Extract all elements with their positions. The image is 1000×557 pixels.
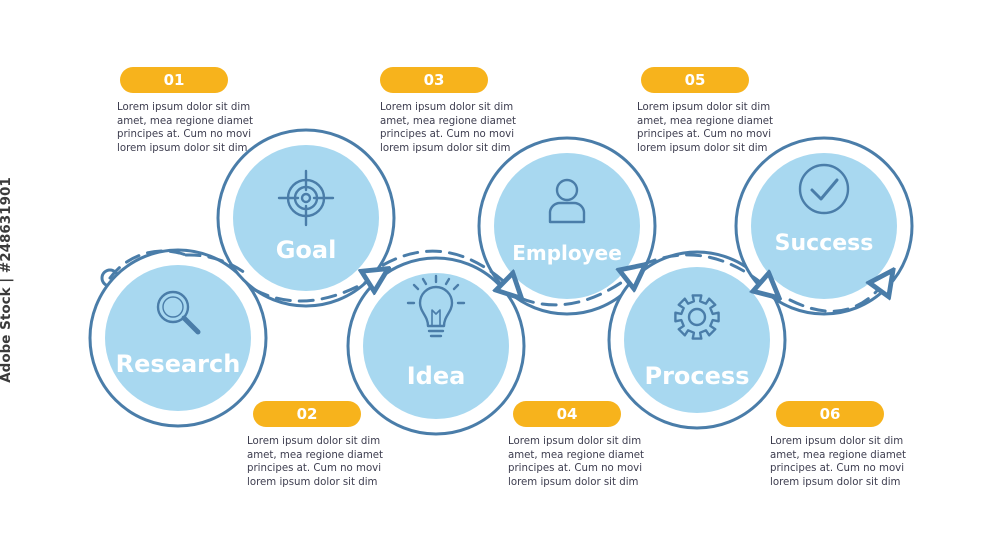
description-line: Lorem ipsum dolor sit dim bbox=[380, 102, 514, 113]
step-number-badge: 04 bbox=[513, 401, 621, 427]
description-line: amet, mea regione diamet bbox=[637, 115, 774, 127]
description-line: principes at. Cum no movi bbox=[247, 463, 382, 475]
person-icon bbox=[548, 178, 586, 224]
step-node-idea: Idea bbox=[346, 256, 526, 436]
description-line: lorem ipsum dolor sit dim bbox=[770, 476, 901, 488]
step-number-badge: 03 bbox=[380, 67, 488, 93]
description-line: Lorem ipsum dolor sit dim bbox=[508, 436, 642, 447]
description-line: amet, mea regione diamet bbox=[247, 449, 384, 461]
step-label: Success bbox=[775, 231, 874, 256]
connector-3-4 bbox=[381, 249, 513, 290]
step-description: Lorem ipsum dolor sit dim amet, mea regio… bbox=[117, 101, 267, 155]
description-line: principes at. Cum no movi bbox=[117, 129, 252, 141]
target-icon bbox=[277, 169, 335, 227]
description-line: principes at. Cum no movi bbox=[637, 129, 772, 141]
description-line: lorem ipsum dolor sit dim bbox=[247, 476, 378, 488]
connector-start bbox=[108, 249, 188, 280]
lightbulb-icon bbox=[406, 274, 466, 338]
checkmark-icon bbox=[798, 163, 850, 215]
description-line: amet, mea regione diamet bbox=[508, 449, 645, 461]
description-line: lorem ipsum dolor sit dim bbox=[637, 142, 768, 154]
step-description: Lorem ipsum dolor sit dim amet, mea regio… bbox=[508, 435, 658, 489]
dashed-connectors bbox=[108, 249, 886, 313]
step-description: Lorem ipsum dolor sit dim amet, mea regio… bbox=[637, 101, 787, 155]
step-description: Lorem ipsum dolor sit dim amet, mea regio… bbox=[770, 435, 920, 489]
inner-disc bbox=[751, 153, 897, 299]
description-line: Lorem ipsum dolor sit dim bbox=[247, 436, 381, 447]
gear-icon bbox=[674, 294, 720, 340]
magnifier-icon bbox=[156, 290, 201, 335]
description-line: lorem ipsum dolor sit dim bbox=[508, 476, 639, 488]
description-line: Lorem ipsum dolor sit dim bbox=[637, 102, 771, 113]
description-line: amet, mea regione diamet bbox=[770, 449, 907, 461]
step-node-goal: Goal bbox=[216, 128, 396, 308]
inner-disc bbox=[105, 265, 251, 411]
step-label: Process bbox=[645, 362, 750, 390]
step-node-success: Success bbox=[734, 136, 914, 316]
inner-disc bbox=[624, 267, 770, 413]
description-line: principes at. Cum no movi bbox=[380, 129, 515, 141]
step-label: Goal bbox=[276, 236, 337, 264]
description-line: principes at. Cum no movi bbox=[508, 463, 643, 475]
description-line: Lorem ipsum dolor sit dim bbox=[770, 436, 904, 447]
step-number-badge: 05 bbox=[641, 67, 749, 93]
step-number-badge: 02 bbox=[253, 401, 361, 427]
step-label: Research bbox=[116, 350, 241, 378]
connector-2-3 bbox=[253, 275, 378, 303]
description-line: Lorem ipsum dolor sit dim bbox=[117, 102, 251, 113]
step-number-badge: 01 bbox=[120, 67, 228, 93]
step-node-process: Process bbox=[607, 250, 787, 430]
description-line: lorem ipsum dolor sit dim bbox=[117, 142, 248, 154]
description-line: amet, mea regione diamet bbox=[117, 115, 254, 127]
step-label: Idea bbox=[407, 362, 466, 390]
inner-disc bbox=[363, 273, 509, 419]
step-label: Employee bbox=[512, 241, 622, 265]
step-description: Lorem ipsum dolor sit dim amet, mea regio… bbox=[247, 435, 397, 489]
description-line: lorem ipsum dolor sit dim bbox=[380, 142, 511, 154]
step-description: Lorem ipsum dolor sit dim amet, mea regio… bbox=[380, 101, 530, 155]
step-number-badge: 06 bbox=[776, 401, 884, 427]
description-line: principes at. Cum no movi bbox=[770, 463, 905, 475]
description-line: amet, mea regione diamet bbox=[380, 115, 517, 127]
connector-1-2 bbox=[184, 253, 247, 275]
step-node-research: Research bbox=[88, 248, 268, 428]
inner-disc bbox=[494, 153, 640, 299]
connector-4-5 bbox=[518, 272, 636, 307]
stock-watermark-text: Adobe Stock | #248631901 bbox=[0, 177, 14, 383]
connector-end bbox=[788, 280, 886, 313]
connector-5-6 bbox=[640, 253, 770, 290]
